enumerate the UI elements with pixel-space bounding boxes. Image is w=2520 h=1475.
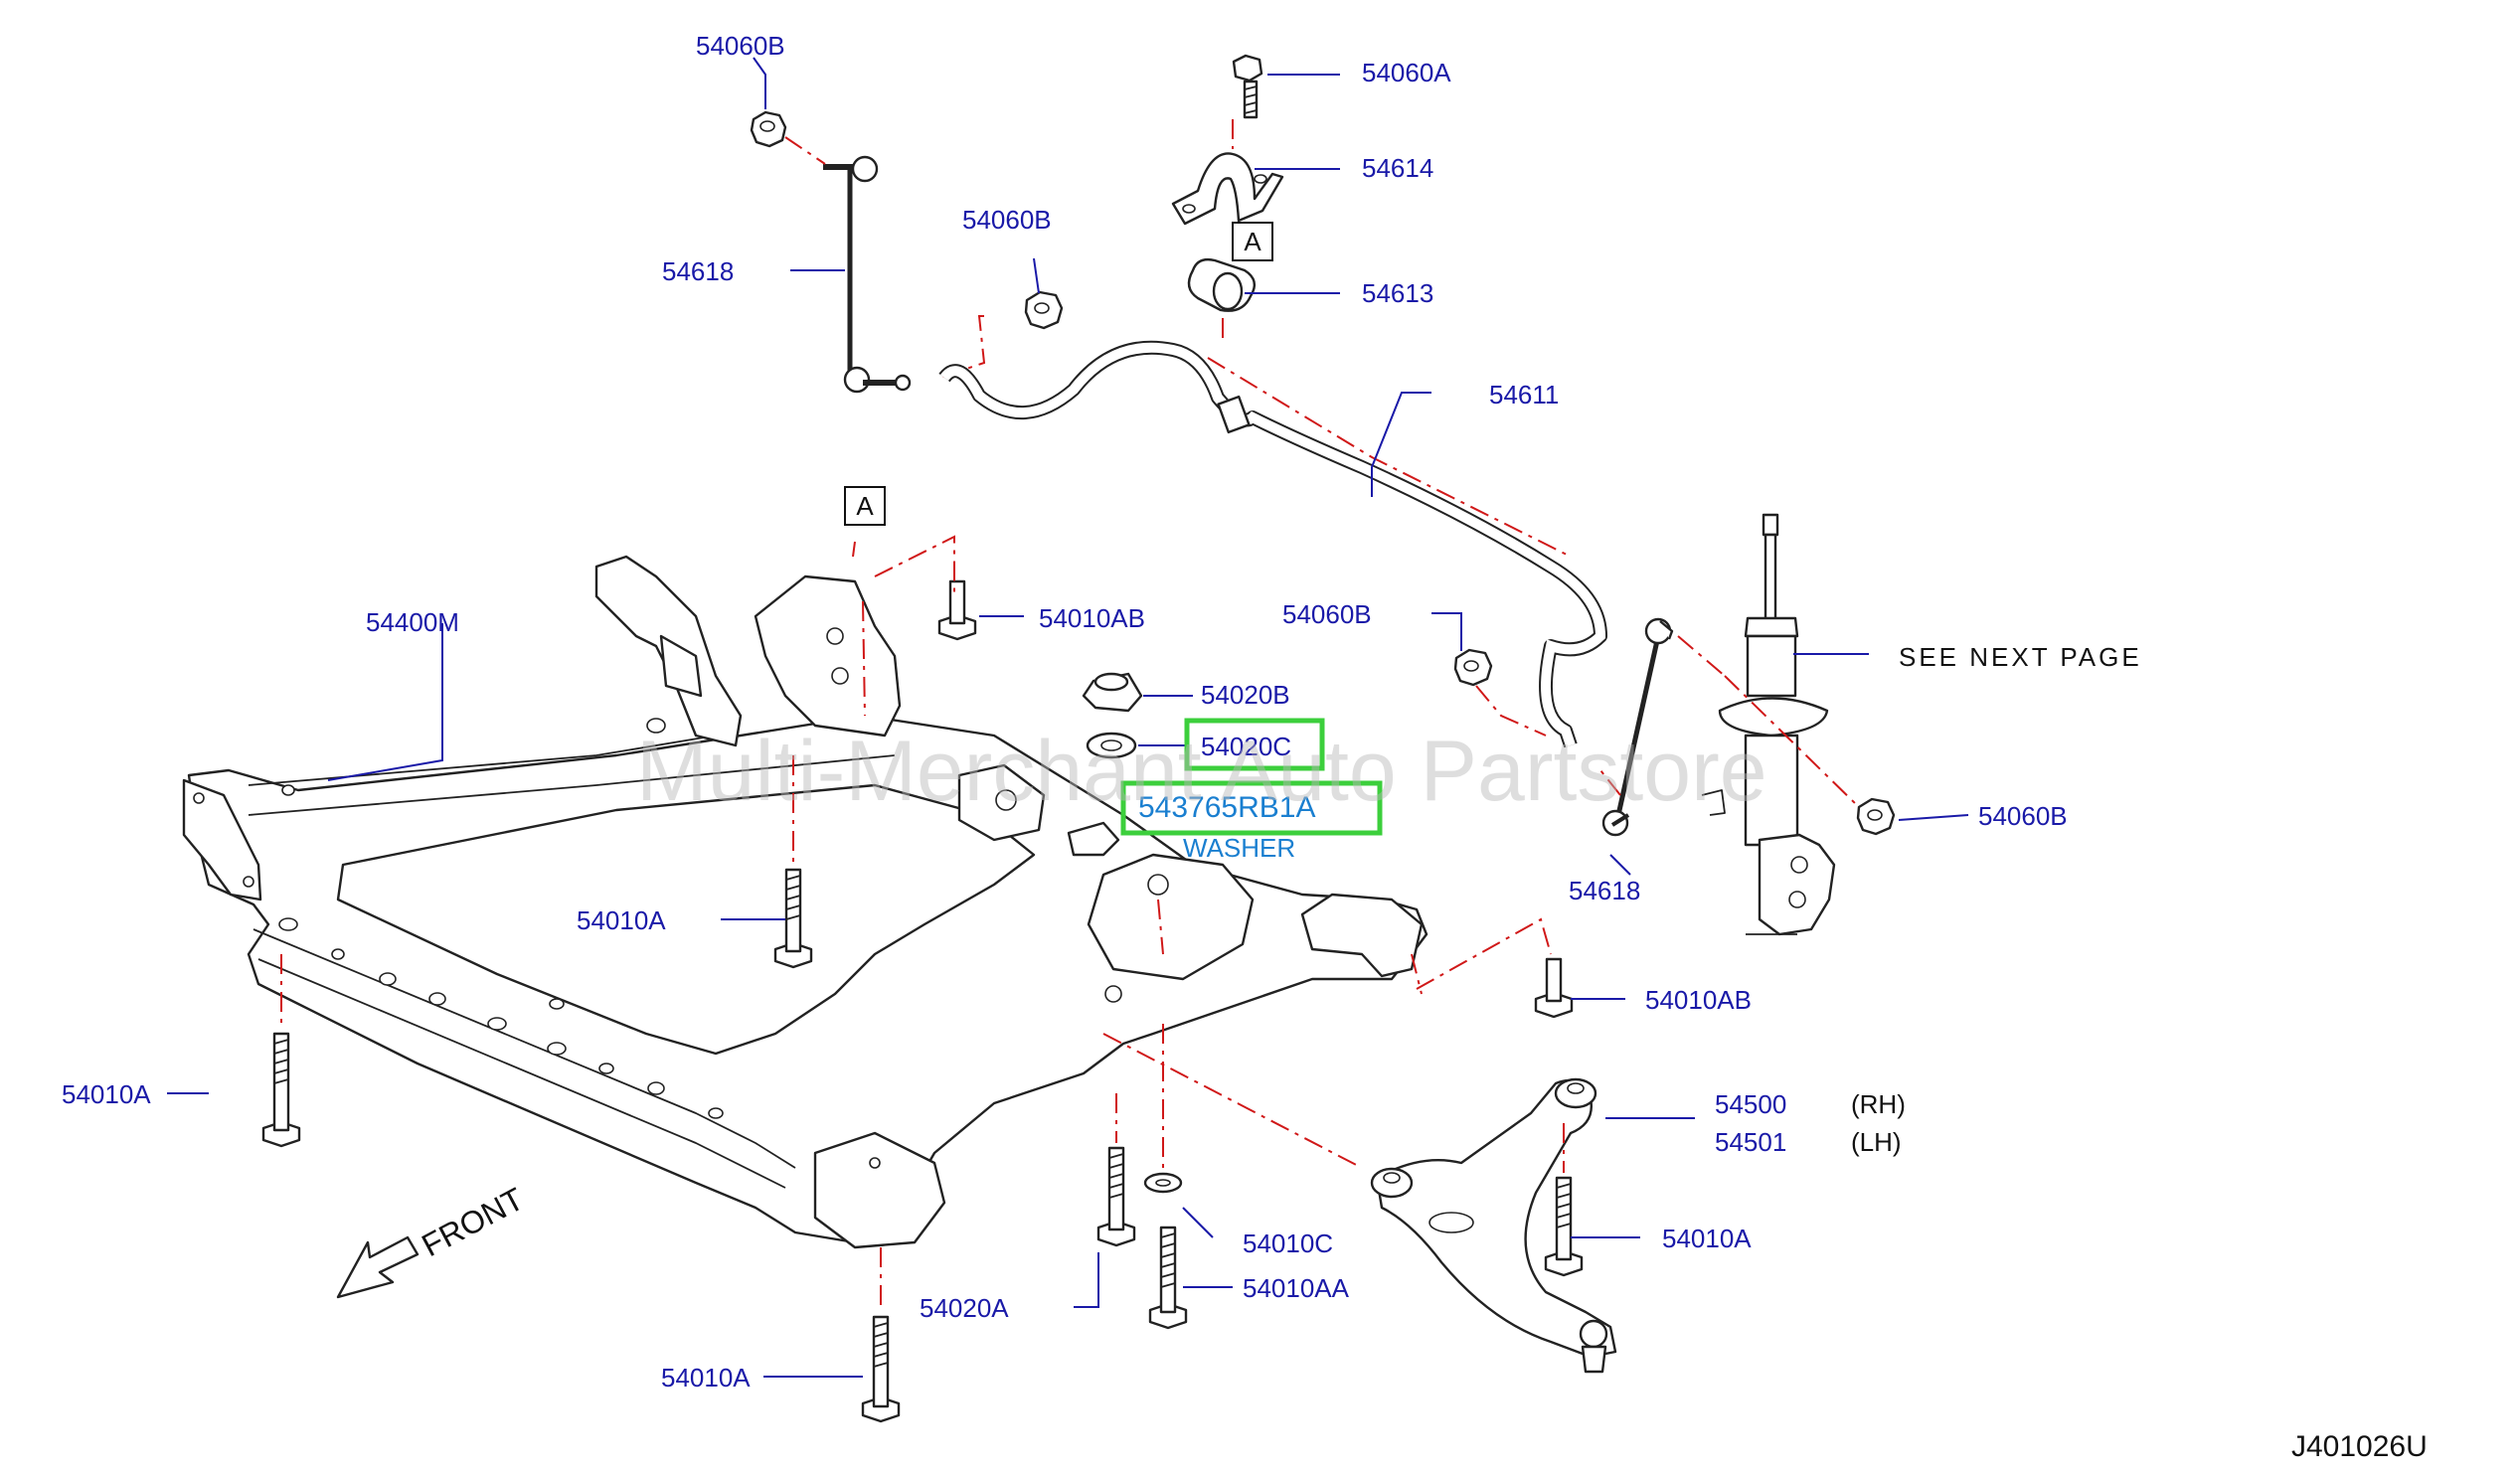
callout-54500: 54500 [1715, 1089, 1786, 1119]
clamp-54614 [1171, 152, 1284, 226]
callout-54501: 54501 [1715, 1127, 1786, 1157]
bolt-54010ab-top [937, 579, 977, 641]
bolt-54010ab-right [1534, 957, 1574, 1019]
nut-54020b [1082, 672, 1143, 713]
subframe-54400m [182, 555, 1428, 1249]
callout-54010a-left: 54010A [62, 1079, 151, 1109]
callout-54010a-arm: 54010A [1662, 1224, 1752, 1253]
leader-lines [167, 57, 1969, 1378]
rh-label: (RH) [1851, 1089, 1906, 1119]
bolt-54010a-center [773, 868, 813, 969]
washer-54020c [1086, 732, 1137, 759]
callout-54020c: 54020C [1201, 732, 1291, 761]
callout-54010c: 54010C [1243, 1229, 1333, 1258]
ref-box-a-lower: A [844, 486, 886, 526]
bolt-54010a-bottom [861, 1315, 901, 1423]
nut-54060b-strut [1856, 797, 1896, 836]
callout-54611: 54611 [1489, 380, 1559, 410]
callout-54400m: 54400M [366, 607, 459, 637]
callout-54010aa: 54010AA [1243, 1273, 1350, 1303]
highlight-543765rb1a [1120, 780, 1383, 836]
bolt-54060a [1232, 54, 1263, 119]
callout-washer: WASHER [1183, 833, 1295, 863]
callout-54020b: 54020B [1201, 680, 1290, 710]
nut-54060b-mid [1024, 290, 1064, 330]
callout-54010ab-right: 54010AB [1645, 985, 1752, 1015]
callout-543765rb1a: 543765RB1A [1138, 791, 1315, 824]
nut-54060b-top [750, 110, 787, 148]
callout-54614: 54614 [1362, 153, 1433, 183]
bolt-54010a-left [261, 1032, 301, 1148]
svg-text:A: A [1244, 227, 1261, 256]
lh-label: (LH) [1851, 1127, 1902, 1157]
figure-id: J401026U [2291, 1430, 2428, 1463]
front-label: FRONT [416, 1181, 529, 1264]
callout-54010a-center: 54010A [577, 905, 666, 935]
bushing-54613 [1187, 257, 1257, 312]
callout-54060b-right: 54060B [1282, 599, 1372, 629]
callout-54060b-strut: 54060B [1978, 801, 2068, 831]
svg-text:A: A [856, 491, 874, 521]
bolt-54020a [1096, 1146, 1136, 1247]
watermark: Multi-Merchant Auto Partstore [636, 724, 1767, 819]
callout-54060b-mid: 54060B [962, 205, 1052, 235]
callout-54618-left: 54618 [662, 256, 734, 286]
see-next-page-label: SEE NEXT PAGE [1899, 642, 2142, 672]
stabilizer-link-right [1601, 617, 1674, 837]
callout-54010a-bottom: 54010A [661, 1363, 751, 1393]
callout-54010ab-top: 54010AB [1039, 603, 1145, 633]
nut-54060b-right [1453, 648, 1493, 687]
callout-54618-right: 54618 [1569, 876, 1640, 905]
front-arrow-icon [336, 1235, 420, 1299]
callout-54060a: 54060A [1362, 58, 1451, 87]
bolt-54010a-arm [1544, 1176, 1584, 1277]
stabilizer-bar [938, 340, 1607, 748]
bolt-54010aa [1148, 1226, 1188, 1330]
center-pad [1067, 821, 1120, 857]
strut-assembly [1701, 513, 1836, 936]
lower-control-arm [1370, 1077, 1617, 1374]
ref-box-a-top: A [1232, 222, 1273, 261]
highlight-54020c [1184, 718, 1325, 771]
callout-54020a: 54020A [920, 1293, 1009, 1323]
callout-54613: 54613 [1362, 278, 1433, 308]
callout-54060b-top: 54060B [696, 31, 785, 61]
stabilizer-link-left [823, 155, 912, 394]
washer-54010c [1143, 1172, 1183, 1194]
